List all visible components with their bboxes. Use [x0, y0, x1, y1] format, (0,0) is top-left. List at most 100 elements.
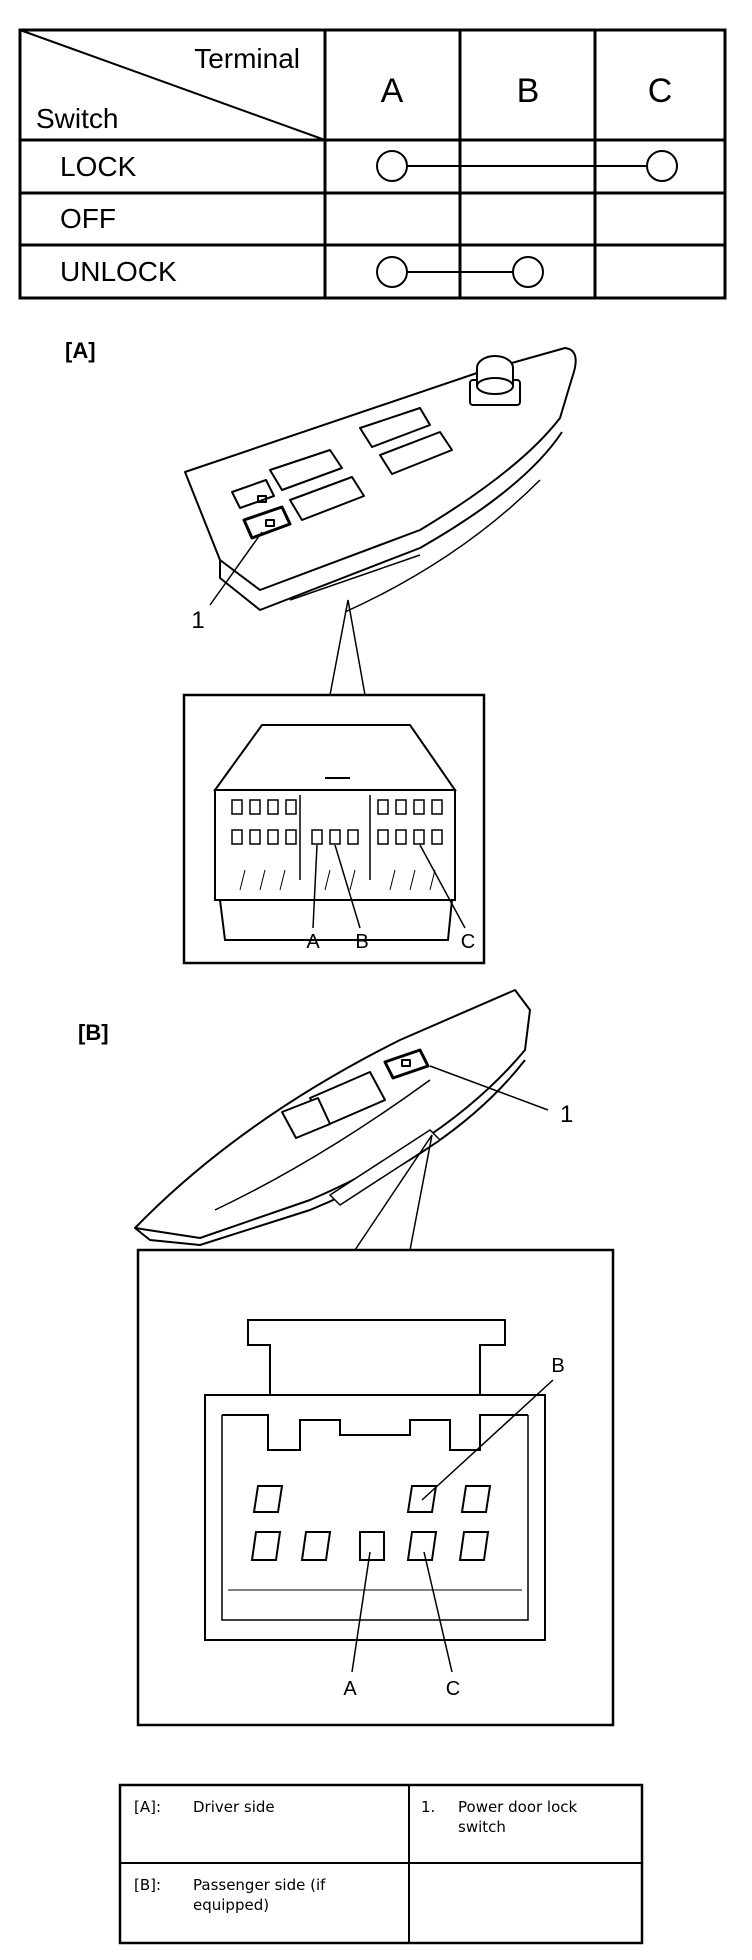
legend-desc-line2: switch	[458, 1818, 506, 1836]
driver-lock-switch-upper	[231, 479, 275, 509]
driver-connector-view	[182, 693, 486, 965]
driver-pin-label-a: A	[306, 931, 320, 953]
pin	[431, 829, 443, 845]
passenger-callout-leader	[429, 1065, 549, 1111]
pin	[413, 799, 425, 815]
pin	[458, 1531, 490, 1561]
pin	[431, 799, 443, 815]
legend-key-driver: [A]:	[134, 1798, 161, 1816]
window-switch-3	[269, 449, 343, 491]
connector-inner-rim	[222, 1414, 528, 1451]
corner-label-switch: Switch	[36, 103, 118, 134]
connector-body	[204, 1394, 546, 1641]
connector-inner-cavity	[221, 1415, 529, 1621]
window-switch-2	[379, 431, 453, 475]
pin	[377, 799, 389, 815]
legend-table: [A]: Driver side 1. Power door lock swit…	[118, 1783, 644, 1945]
lock-symbol-upper-icon	[257, 495, 267, 503]
driver-callout-number: 1	[191, 607, 204, 634]
column-header-b: B	[517, 72, 540, 110]
passenger-door-switch-panel-illustration	[134, 989, 531, 1246]
driver-pin-c-leader	[419, 844, 466, 929]
passenger-panel-connector-rib	[329, 1129, 441, 1206]
driver-panel-lower-line	[289, 554, 421, 601]
pin-terminal-c	[406, 1531, 438, 1561]
driver-pin-b-leader	[334, 844, 361, 929]
passenger-pin-label-a: A	[343, 1678, 357, 1700]
switch-continuity-table: Terminal Switch A B C LOCK OFF UNLOCK	[18, 28, 727, 300]
legend-num-1: 1.	[421, 1798, 435, 1816]
connector-pins	[231, 799, 443, 845]
unlock-terminal-b-dot	[512, 256, 544, 288]
driver-panel-edge	[219, 431, 563, 611]
passenger-view-tag: [B]	[78, 1020, 109, 1045]
passenger-pin-b-leader	[421, 1379, 554, 1501]
connector-hatching	[239, 869, 436, 891]
passenger-lock-symbol-icon	[401, 1059, 411, 1067]
mirror-knob-rim	[476, 377, 514, 395]
pin	[249, 799, 261, 815]
driver-callout-leader	[209, 531, 263, 606]
row-label-off: OFF	[60, 203, 116, 234]
passenger-pin-label-c: C	[446, 1678, 460, 1700]
pin	[252, 1485, 284, 1513]
driver-panel-body	[184, 347, 577, 591]
unlock-terminal-a-dot	[376, 256, 408, 288]
driver-zoom-indicator	[329, 599, 366, 696]
corner-diagonal	[19, 29, 326, 141]
connector-latch	[247, 1319, 506, 1396]
lock-symbol-icon	[265, 519, 275, 527]
passenger-zoom-indicator	[354, 1134, 433, 1251]
pin	[395, 799, 407, 815]
pin	[347, 829, 359, 845]
pin	[395, 829, 407, 845]
passenger-pin-c-leader	[423, 1551, 453, 1673]
pin	[267, 799, 279, 815]
driver-pin-label-c: C	[461, 931, 475, 953]
pin	[285, 799, 297, 815]
row-label-lock: LOCK	[60, 151, 137, 182]
pin	[231, 829, 243, 845]
legend-text-passenger-line2: equipped)	[193, 1896, 269, 1914]
column-header-c: C	[648, 72, 673, 110]
passenger-pin-a-leader	[351, 1551, 371, 1673]
corner-label-terminal: Terminal	[194, 43, 300, 74]
pin	[267, 829, 279, 845]
row-label-unlock: UNLOCK	[60, 256, 177, 287]
table-border	[18, 28, 727, 300]
passenger-pin-label-b: B	[551, 1355, 564, 1377]
pin	[231, 799, 243, 815]
passenger-callout-number: 1	[560, 1101, 573, 1128]
driver-pin-label-b: B	[355, 931, 368, 953]
passenger-window-switch-tab	[281, 1097, 331, 1139]
driver-pin-a-leader	[312, 844, 318, 929]
legend-text-passenger-line1: Passenger side (if	[193, 1876, 326, 1894]
pin	[460, 1485, 492, 1513]
lock-terminal-c-dot	[646, 150, 678, 182]
column-header-a: A	[381, 72, 404, 110]
window-switch-4	[289, 476, 365, 521]
driver-panel-curve	[344, 479, 541, 613]
window-switch-1	[359, 407, 431, 448]
passenger-connector-view	[136, 1248, 615, 1727]
pin-terminal-b	[329, 829, 341, 845]
legend-text-driver: Driver side	[193, 1798, 275, 1816]
driver-view-tag: [A]	[65, 338, 96, 363]
passenger-panel-curve	[214, 1079, 431, 1211]
lock-terminal-a-dot	[376, 150, 408, 182]
pin	[300, 1531, 332, 1561]
connector-lower-lip	[219, 899, 453, 941]
pin-terminal-a	[311, 829, 323, 845]
passenger-connector-pins	[250, 1485, 492, 1561]
driver-door-switch-panel-illustration	[184, 347, 577, 613]
pin	[413, 829, 425, 845]
pin	[377, 829, 389, 845]
pin-terminal-a	[359, 1531, 385, 1561]
pin	[285, 829, 297, 845]
pin	[249, 829, 261, 845]
passenger-lock-switch	[383, 1048, 430, 1080]
legend-desc-line1: Power door lock	[458, 1798, 578, 1816]
pin	[250, 1531, 282, 1561]
legend-key-passenger: [B]:	[134, 1876, 161, 1894]
